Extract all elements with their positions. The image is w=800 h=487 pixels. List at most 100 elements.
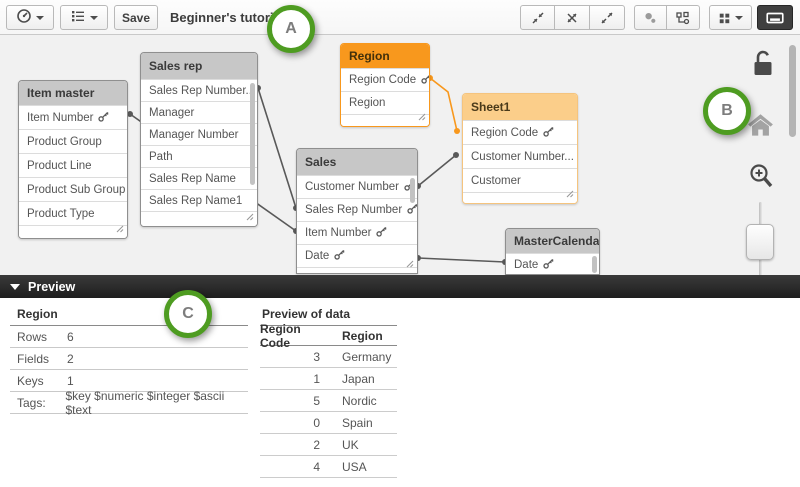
association-line[interactable] bbox=[417, 154, 457, 187]
resize-handle-icon[interactable] bbox=[406, 255, 414, 273]
association-line[interactable] bbox=[257, 87, 297, 209]
table-header[interactable]: Sales bbox=[297, 149, 417, 175]
field-label: Customer Number bbox=[305, 181, 399, 193]
field-label: Product Sub Group bbox=[27, 183, 126, 196]
field-row[interactable]: Item Number bbox=[297, 221, 417, 244]
region-code-cell: 0 bbox=[313, 415, 320, 430]
table-header[interactable]: MasterCalendar bbox=[506, 229, 599, 253]
preview-toggle-button[interactable] bbox=[757, 5, 793, 30]
key-icon bbox=[334, 249, 345, 263]
region-code-cell: 2 bbox=[313, 437, 320, 452]
table-header[interactable]: Sales rep bbox=[141, 53, 257, 79]
grid-view-button[interactable] bbox=[709, 5, 752, 30]
table-scrollbar[interactable] bbox=[410, 178, 415, 203]
expand-all-icon bbox=[601, 11, 613, 24]
zoom-in-icon[interactable] bbox=[748, 162, 775, 197]
field-label: Region bbox=[349, 97, 386, 109]
collapse-all-button[interactable] bbox=[520, 5, 555, 30]
association-line[interactable] bbox=[429, 77, 458, 132]
field-row[interactable]: Product Type bbox=[19, 201, 127, 225]
canvas-vertical-scrollbar[interactable] bbox=[789, 45, 796, 137]
list-icon bbox=[70, 9, 86, 26]
summary-value: 2 bbox=[67, 351, 74, 366]
annotation-c: C bbox=[164, 290, 212, 338]
field-row[interactable]: Product Group bbox=[19, 129, 127, 153]
table-scrollbar[interactable] bbox=[250, 83, 255, 185]
association-endpoint-dot bbox=[454, 128, 460, 134]
global-menu-button[interactable] bbox=[6, 5, 54, 30]
summary-value: 1 bbox=[67, 373, 74, 388]
table-header[interactable]: Sheet1 bbox=[463, 94, 577, 120]
field-row[interactable]: Sales Rep Name1 bbox=[141, 189, 257, 211]
field-row[interactable]: Product Line bbox=[19, 153, 127, 177]
field-row[interactable]: Customer Number... bbox=[463, 144, 577, 168]
sheet-menu-button[interactable] bbox=[60, 5, 108, 30]
collapse-triangle-icon[interactable] bbox=[10, 283, 20, 290]
field-label: Date bbox=[514, 259, 539, 271]
table-header[interactable]: Region bbox=[341, 44, 429, 68]
field-row[interactable]: Region Code bbox=[463, 120, 577, 144]
resize-handle-icon[interactable] bbox=[566, 185, 574, 203]
field-label: Sales Rep Name1 bbox=[149, 194, 243, 207]
field-row[interactable]: Sales Rep Name bbox=[141, 167, 257, 189]
region-cell: USA bbox=[342, 459, 367, 474]
field-row[interactable]: Date bbox=[506, 253, 599, 274]
field-row[interactable]: Region bbox=[341, 91, 429, 114]
field-label: Customer bbox=[471, 174, 521, 187]
internal-table-view-button[interactable] bbox=[634, 5, 667, 30]
field-row[interactable]: Sales Rep Number... bbox=[141, 79, 257, 101]
resize-handle-icon[interactable] bbox=[246, 208, 254, 226]
unlock-icon[interactable] bbox=[750, 48, 776, 83]
save-button[interactable]: Save bbox=[114, 5, 158, 30]
data-preview-row: 4 USA bbox=[260, 456, 397, 478]
region-code-cell: 5 bbox=[313, 393, 320, 408]
preview-panel-header[interactable]: Preview bbox=[0, 275, 800, 298]
layout-actions-group bbox=[520, 5, 625, 30]
association-line[interactable] bbox=[417, 257, 506, 263]
annotation-a: A bbox=[267, 5, 315, 53]
field-row[interactable]: Customer bbox=[463, 168, 577, 192]
home-icon[interactable] bbox=[747, 112, 774, 144]
expand-all-button[interactable] bbox=[590, 5, 625, 30]
field-row[interactable]: Sales Rep Number bbox=[297, 198, 417, 221]
field-label: Path bbox=[149, 150, 173, 163]
table-scrollbar[interactable] bbox=[592, 256, 597, 273]
field-row[interactable]: Path bbox=[141, 145, 257, 167]
resize-handle-icon[interactable] bbox=[116, 220, 124, 238]
field-label: Date bbox=[305, 250, 330, 262]
region-code-cell: 4 bbox=[313, 459, 320, 474]
table-header[interactable]: Item master bbox=[19, 81, 127, 105]
table-footer bbox=[297, 260, 417, 273]
bubbles-icon bbox=[645, 12, 656, 23]
field-row[interactable]: Customer Number bbox=[297, 175, 417, 198]
summary-row: Tags:$key $numeric $integer $ascii $text bbox=[10, 389, 248, 417]
field-label: Sales Rep Name bbox=[149, 172, 236, 185]
field-row[interactable]: Manager Number bbox=[141, 123, 257, 145]
layout-icon bbox=[676, 11, 690, 24]
toolbar: Save Beginner's tutorial ●●● bbox=[0, 0, 800, 35]
compass-icon bbox=[16, 8, 32, 27]
show-linked-fields-button[interactable] bbox=[555, 5, 590, 30]
field-row[interactable]: Manager bbox=[141, 101, 257, 123]
field-row[interactable]: Region Code bbox=[341, 68, 429, 91]
zoom-slider-handle[interactable] bbox=[746, 224, 774, 260]
field-row[interactable]: Date bbox=[297, 244, 417, 267]
chevron-down-icon bbox=[36, 15, 44, 20]
field-row[interactable]: Item Number bbox=[19, 105, 127, 129]
field-row[interactable]: Product Sub Group bbox=[19, 177, 127, 201]
layout-view-button[interactable] bbox=[667, 5, 700, 30]
summary-label: Rows bbox=[17, 329, 48, 344]
preview-panel-icon bbox=[766, 12, 784, 23]
resize-handle-icon[interactable] bbox=[418, 108, 426, 126]
